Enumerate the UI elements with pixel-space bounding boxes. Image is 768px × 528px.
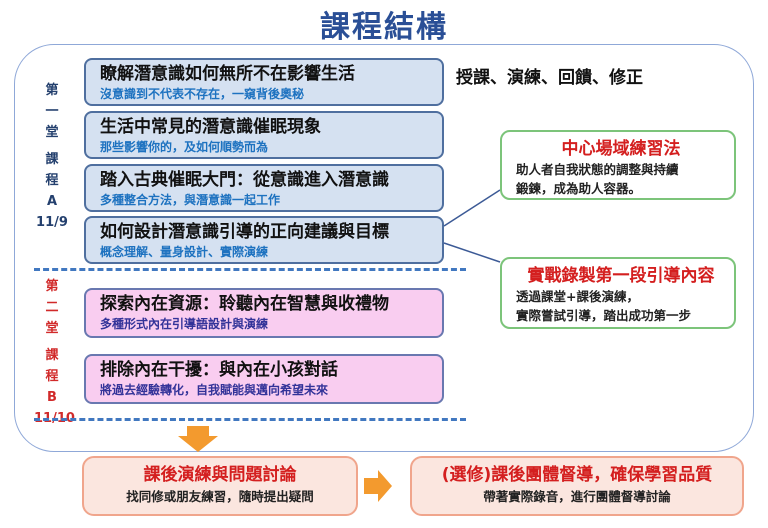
section-a-label-char: A	[46, 194, 58, 209]
callout-line: 實際嘗試引導，踏出成功第一步	[516, 308, 692, 323]
outer-frame	[14, 44, 754, 452]
section-a-box-4: 如何設計潛意識引導的正向建議與目標 概念理解、量身設計、實際演練	[84, 216, 444, 264]
callout-title: 實戰錄製第一段引導內容	[527, 266, 715, 286]
section-b-label-char: 課	[45, 348, 59, 363]
callout-center-field: 中心場域練習法 助人者自我狀態的調整與持續 鍛鍊，成為助人容器。	[500, 130, 736, 200]
after-box-title: (選修)課後團體督導，確保學習品質	[441, 465, 713, 485]
box-title: 生活中常見的潛意識催眠現象	[100, 117, 321, 137]
down-arrow-icon	[178, 426, 218, 452]
connector-line-2	[443, 242, 501, 263]
callout-record-guide: 實戰錄製第一段引導內容 透過課堂+課後演練， 實際嘗試引導，踏出成功第一步	[500, 257, 736, 329]
box-subtitle: 概念理解、量身設計、實際演練	[100, 245, 269, 259]
group-supervision-box: (選修)課後團體督導，確保學習品質 帶著實際錄音，進行團體督導討論	[410, 456, 744, 516]
box-title: 如何設計潛意識引導的正向建議與目標	[100, 222, 389, 242]
section-b-box-2: 排除內在干擾：與內在小孩對話 將過去經驗轉化，自我賦能與邁向希望未來	[84, 354, 444, 404]
teaching-methods: 授課、演練、回饋、修正	[456, 68, 643, 88]
section-a-box-2: 生活中常見的潛意識催眠現象 那些影響你的，及如何順勢而為	[84, 111, 444, 159]
section-a-label: 第 一 堂 課 程 A 11/9	[34, 80, 70, 233]
callout-line: 助人者自我狀態的調整與持續	[516, 162, 679, 177]
box-title: 瞭解潛意識如何無所不在影響生活	[100, 64, 355, 84]
section-b-label-char: 程	[45, 369, 59, 384]
section-b-label-char: 二	[45, 300, 59, 315]
section-a-label-char: 程	[45, 173, 59, 188]
section-a-label-char: 一	[45, 104, 59, 119]
section-b-label-char: B	[47, 390, 57, 405]
section-b-label: 第 二 堂 課 程 B 11/10	[34, 276, 75, 429]
section-b-label-char: 第	[45, 279, 59, 294]
section-b-box-1: 探索內在資源：聆聽內在智慧與收禮物 多種形式內在引導語設計與演練	[84, 288, 444, 338]
connector-line-1	[443, 189, 501, 227]
callout-title: 中心場域練習法	[561, 139, 681, 159]
after-box-title: 課後演練與問題討論	[143, 465, 297, 485]
box-subtitle: 多種整合方法，與潛意識一起工作	[100, 193, 281, 207]
right-arrow-icon	[364, 470, 392, 502]
section-a-box-3: 踏入古典催眠大門：從意識進入潛意識 多種整合方法，與潛意識一起工作	[84, 164, 444, 212]
section-a-label-char: 課	[45, 152, 59, 167]
after-box-subtitle: 找同修或朋友練習，隨時提出疑問	[126, 489, 314, 504]
section-a-label-char: 堂	[45, 125, 59, 140]
section-a-box-1: 瞭解潛意識如何無所不在影響生活 沒意識到不代表不存在，一窺背後奧秘	[84, 58, 444, 106]
box-subtitle: 那些影響你的，及如何順勢而為	[100, 140, 269, 154]
callout-line: 鍛鍊，成為助人容器。	[516, 181, 642, 196]
box-subtitle: 將過去經驗轉化，自我賦能與邁向希望未來	[100, 383, 329, 397]
box-title: 踏入古典催眠大門：從意識進入潛意識	[100, 170, 389, 190]
callout-line: 透過課堂+課後演練，	[516, 289, 639, 304]
after-class-practice-box: 課後演練與問題討論 找同修或朋友練習，隨時提出疑問	[82, 456, 358, 516]
section-a-label-char: 第	[45, 83, 59, 98]
section-a-date: 11/9	[36, 215, 68, 230]
box-subtitle: 多種形式內在引導語設計與演練	[100, 317, 269, 331]
box-title: 探索內在資源：聆聽內在智慧與收禮物	[100, 294, 389, 314]
after-box-subtitle: 帶著實際錄音，進行團體督導討論	[483, 489, 671, 504]
page-title: 課程結構	[320, 10, 448, 45]
bottom-divider	[34, 418, 466, 421]
box-title: 排除內在干擾：與內在小孩對話	[100, 360, 338, 380]
section-divider	[34, 268, 466, 271]
box-subtitle: 沒意識到不代表不存在，一窺背後奧秘	[100, 87, 305, 101]
section-b-label-char: 堂	[45, 321, 59, 336]
